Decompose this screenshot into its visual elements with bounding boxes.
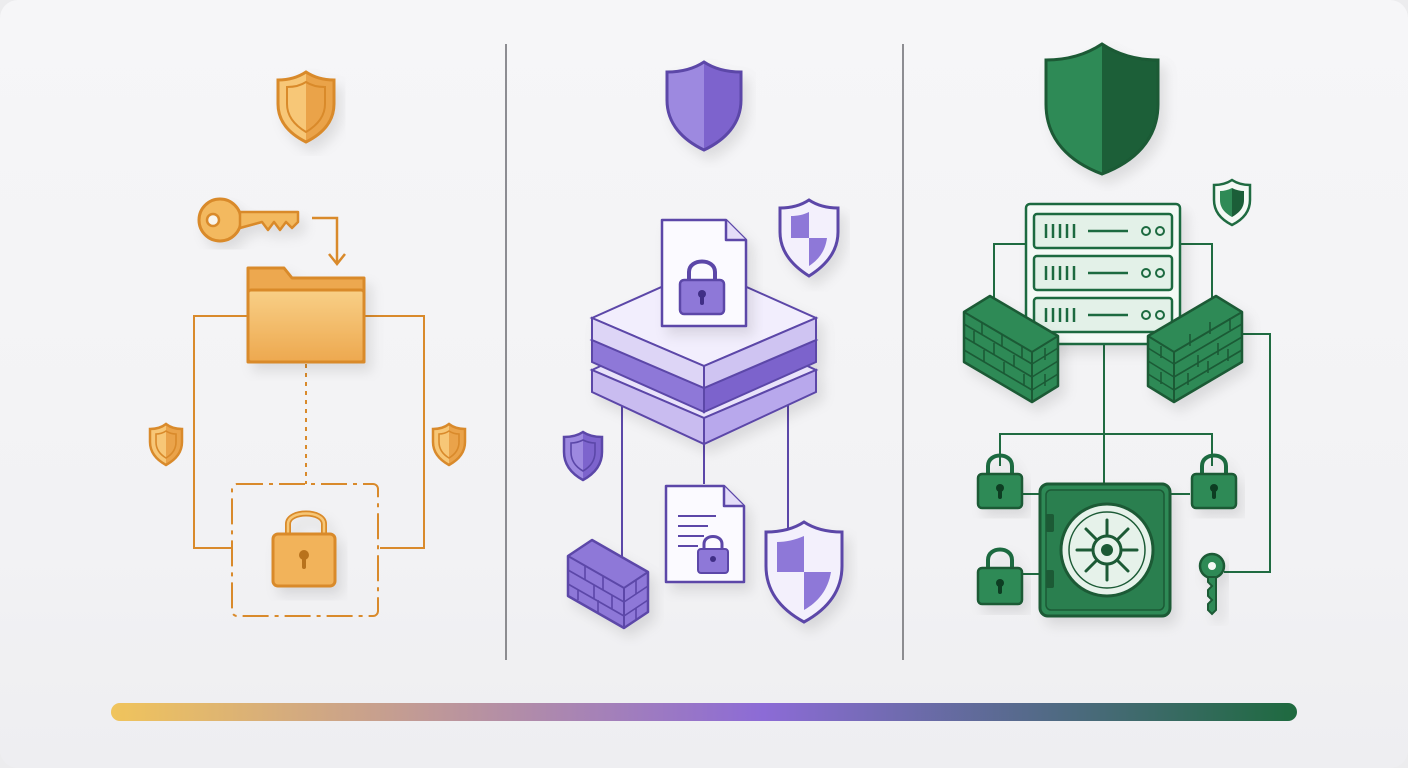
key-icon (1198, 552, 1226, 616)
connector-line (193, 315, 248, 549)
firewall-icon (566, 538, 650, 630)
secure-zone-box (231, 483, 379, 617)
shield-icon (431, 422, 467, 467)
shield-icon (148, 422, 184, 467)
padlock-icon (976, 453, 1024, 510)
panel-orange (148, 70, 467, 617)
panel-purple (562, 60, 844, 630)
padlock-icon (271, 510, 337, 588)
connector-line (993, 243, 1026, 302)
shield-icon (562, 430, 604, 482)
shield-icon (276, 70, 336, 144)
folder-icon (246, 266, 366, 364)
arrow-down-icon (312, 216, 339, 262)
firewall-icon (962, 294, 1060, 404)
shield-icon (1044, 42, 1160, 176)
panel-green (962, 42, 1271, 618)
padlock-icon (976, 547, 1024, 606)
firewall-icon (1146, 294, 1244, 404)
encrypted-document-icon (660, 218, 748, 328)
connector-line (364, 315, 425, 549)
key-icon (197, 197, 300, 243)
shield-icon (665, 60, 743, 152)
vault-icon (1038, 482, 1172, 618)
encrypted-document-icon (664, 484, 746, 584)
progress-bar-fill (111, 703, 1297, 721)
checkered-shield-icon (764, 520, 844, 624)
shield-icon (1212, 178, 1252, 227)
checkered-shield-icon (778, 198, 840, 278)
connector-line (999, 433, 1213, 466)
padlock-icon (1190, 453, 1238, 510)
connector-line (1180, 243, 1213, 302)
server-rack-icon (1024, 202, 1182, 346)
